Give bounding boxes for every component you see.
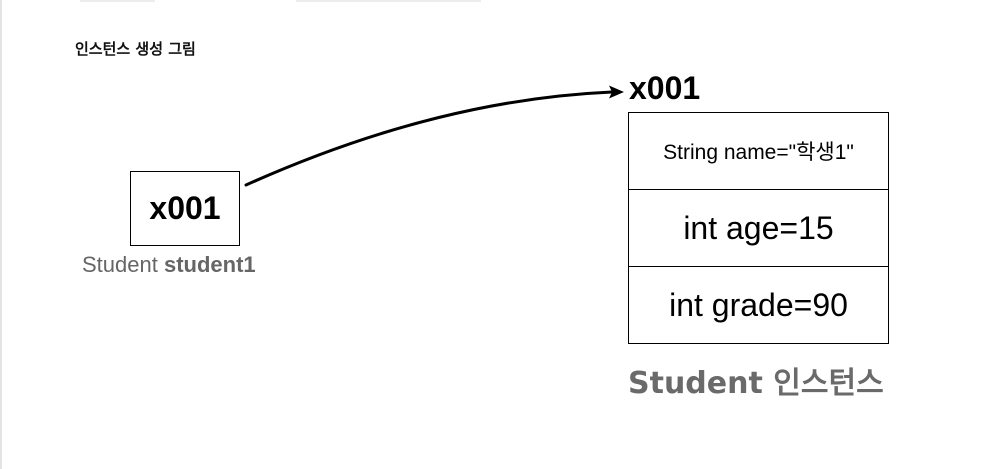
left-edge-rule	[0, 0, 2, 469]
field-row-name: String name="학생1"	[629, 113, 888, 190]
reference-variable-label: Student student1	[82, 252, 256, 278]
arrow-head	[609, 85, 624, 99]
reference-variable-box: x001	[130, 171, 240, 246]
field-row-grade: int grade=90	[669, 286, 848, 323]
page-title: 인스턴스 생성 그림	[75, 40, 196, 58]
instance-address: x001	[629, 70, 701, 106]
variable-name: student1	[163, 252, 256, 277]
top-edge-mark	[296, 0, 481, 2]
instance-table: String name="학생1" int age=15 int grade=9…	[628, 112, 889, 344]
instance-label: Student 인스턴스	[628, 366, 884, 401]
variable-type: Student	[82, 252, 158, 277]
top-edge-mark	[80, 0, 155, 2]
reference-arrow-line	[244, 90, 614, 187]
field-row-age: int age=15	[629, 190, 888, 267]
